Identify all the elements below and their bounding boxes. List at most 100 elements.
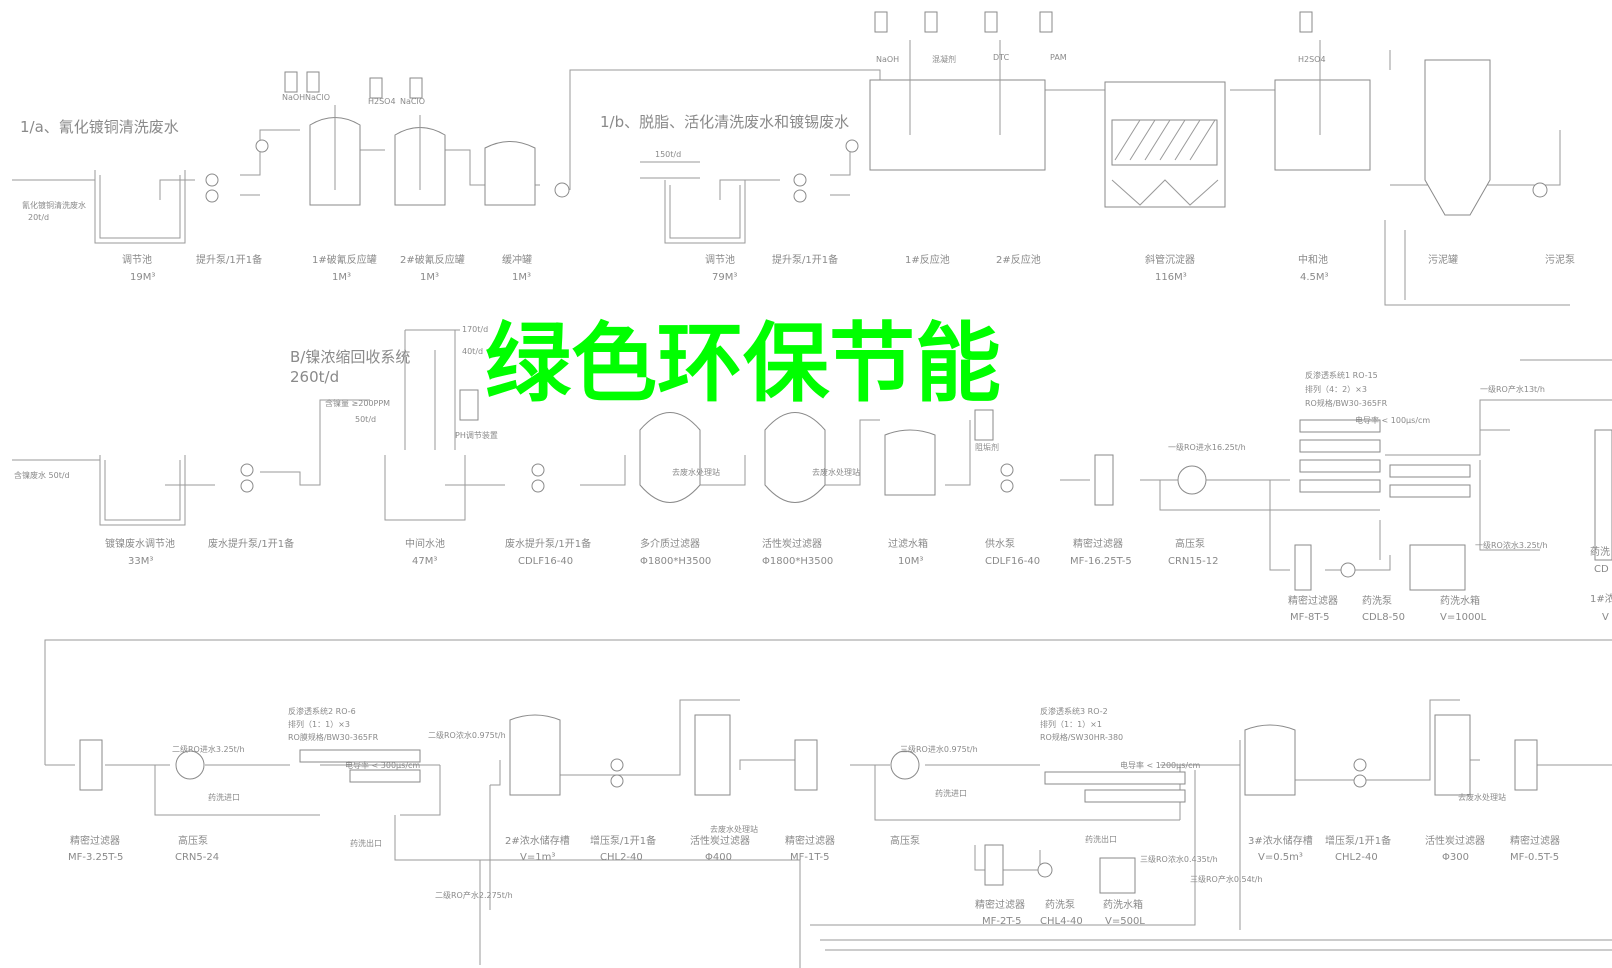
edge-label: 1#浓 (1590, 593, 1612, 605)
equip-spec: 10M³ (898, 556, 923, 567)
flow-label: 含镍量 ≥200PPM (325, 398, 390, 408)
equip-name: 精密过滤器 (1288, 594, 1338, 607)
section-b-title: B/镍浓缩回收系统 (290, 348, 410, 366)
equip-spec: V=500L (1105, 916, 1145, 927)
equip-name: 污泥罐 (1428, 253, 1458, 266)
equip-spec: MF-3.25T-5 (68, 852, 123, 863)
flow-label: 170t/d (462, 325, 488, 334)
section-1a-title: 1/a、氰化镀铜清洗废水 (20, 118, 179, 136)
flow-label: 二级RO浓水0.975t/h (428, 730, 506, 740)
equip-name: 精密过滤器 (1073, 537, 1123, 550)
equip-spec: MF-0.5T-5 (1510, 852, 1559, 863)
flow-label: 50t/d (355, 415, 376, 424)
equip-name: 2#破氰反应罐 (400, 253, 465, 266)
equip-name: 调节池 (705, 253, 735, 266)
chem-label: 阻垢剂 (975, 442, 999, 452)
section-1b-title: 1/b、脱脂、活化清洗废水和镀锡废水 (600, 113, 849, 131)
flow-label: 药洗进口 (935, 788, 967, 798)
chem-label: PH调节装置 (455, 430, 498, 440)
equip-spec: 33M³ (128, 556, 153, 567)
equip-name: 1#反应池 (905, 253, 950, 266)
equip-name: 过滤水箱 (888, 537, 928, 550)
equip-spec: Φ300 (1442, 852, 1469, 863)
equip-spec: 1M³ (332, 272, 351, 283)
waste-label: 去废水处理站 (672, 467, 720, 477)
equip-spec: CHL2-40 (1335, 852, 1378, 863)
equip-spec: 116M³ (1155, 272, 1187, 283)
chem-label: NaOH (876, 55, 899, 64)
row3-labels: 精密过滤器 MF-3.25T-5 高压泵 CRN5-24 2#浓水储存槽 V=1… (68, 834, 1560, 927)
equip-name: 增压泵/1开1备 (590, 834, 656, 847)
chem-label: DTC (993, 53, 1010, 62)
ro3-line1: 反渗透系统3 RO-2 (1040, 706, 1108, 716)
equip-spec: CDL8-50 (1362, 612, 1405, 623)
row2-pipes (12, 329, 1612, 571)
chem-label: H2SO4 (1298, 55, 1326, 64)
ro2-line2: 排列（1：1）×3 (288, 719, 350, 729)
equip-spec: 47M³ (412, 556, 437, 567)
equip-name: 中和池 (1298, 253, 1328, 266)
waste-label: 去废水处理站 (812, 467, 860, 477)
edge-label: V (1602, 612, 1609, 623)
ro1-line3: RO规格/BW30-365FR (1305, 398, 1388, 408)
flow-label: 电导率 < 1200μs/cm (1120, 760, 1200, 770)
equip-name: 活性炭过滤器 (1425, 834, 1485, 847)
row1-labels: 调节池 19M³ 提升泵/1开1备 1#破氰反应罐 1M³ 2#破氰反应罐 1M… (122, 253, 1575, 283)
equip-spec: 1M³ (420, 272, 439, 283)
equip-spec: MF-16.25T-5 (1070, 556, 1132, 567)
equip-spec: Φ400 (705, 852, 732, 863)
equip-name: 药洗泵 (1362, 595, 1392, 607)
equip-name: 高压泵 (1175, 537, 1205, 550)
ro3-line2: 排列（1：1）×1 (1040, 719, 1102, 729)
ro1-line2: 排列（4：2）×3 (1305, 384, 1367, 394)
waste-label: 去废水处理站 (710, 824, 758, 834)
equip-name: 2#反应池 (996, 253, 1041, 266)
equip-spec: CHL2-40 (600, 852, 643, 863)
edge-label: 药洗 (1590, 546, 1610, 558)
flow-label: 药洗进口 (208, 792, 240, 802)
equip-name: 缓冲罐 (502, 253, 532, 266)
row2-equipment (240, 389, 1612, 591)
row3-equipment (79, 714, 1538, 894)
flow-label: 二级RO产水2.275t/h (435, 890, 513, 900)
row2-labels: 镀镍废水调节池 33M³ 废水提升泵/1开1备 中间水池 47M³ 废水提升泵/… (105, 537, 1487, 623)
section-b-flow: 260t/d (290, 368, 339, 386)
equip-spec: MF-2T-5 (982, 916, 1022, 927)
equip-name: 镀镍废水调节池 (105, 537, 175, 550)
equip-spec: CDLF16-40 (985, 556, 1040, 567)
equip-name: 多介质过滤器 (640, 537, 700, 550)
equip-spec: 19M³ (130, 272, 155, 283)
equip-name: 药洗泵 (1045, 899, 1075, 911)
equip-name: 精密过滤器 (975, 898, 1025, 911)
equip-name: 斜管沉淀器 (1145, 253, 1195, 266)
chem-label: NaOH (282, 93, 305, 102)
flow-label: 电导率 < 100μs/cm (1355, 415, 1430, 425)
flow-label: 一级RO产水13t/h (1480, 384, 1545, 394)
flow-label: 150t/d (655, 150, 681, 159)
equip-name: 提升泵/1开1备 (196, 253, 262, 266)
equip-spec: MF-8T-5 (1290, 612, 1330, 623)
equip-name: 药洗水箱 (1103, 898, 1143, 911)
equip-spec: CRN15-12 (1168, 556, 1218, 567)
ro2-line1: 反渗透系统2 RO-6 (288, 706, 356, 716)
flow-label: 一级RO浓水3.25t/h (1475, 540, 1548, 550)
flow-label: 氰化镀铜清洗废水 (22, 200, 86, 210)
equip-name: 调节池 (122, 253, 152, 266)
equip-name: 活性炭过滤器 (762, 537, 822, 550)
row3-pipes (44, 639, 1612, 968)
chem-label: NaClO (305, 93, 330, 102)
edge-label: CD (1594, 564, 1609, 575)
flow-label: 三级RO产水0.54t/h (1190, 874, 1263, 884)
flow-label: 20t/d (28, 213, 49, 222)
equip-spec: 4.5M³ (1300, 272, 1329, 283)
row1-equipment (205, 11, 1548, 216)
equip-name: 精密过滤器 (785, 834, 835, 847)
ro2-line3: RO膜规格/BW30-365FR (288, 732, 379, 742)
equip-name: 污泥泵 (1545, 253, 1575, 266)
flow-label: 药洗出口 (1085, 834, 1117, 844)
equip-spec: V=1000L (1440, 612, 1487, 623)
row1-pipes (12, 50, 1570, 306)
equip-name: 药洗水箱 (1440, 594, 1480, 607)
equip-name: 精密过滤器 (1510, 834, 1560, 847)
